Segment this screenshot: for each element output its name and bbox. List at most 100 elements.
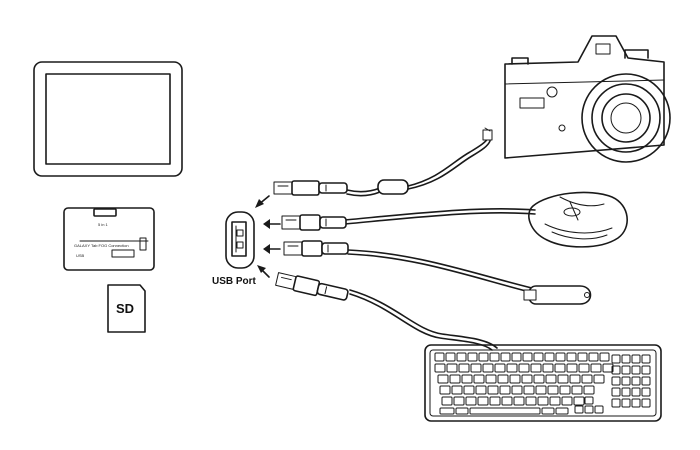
key bbox=[501, 396, 513, 406]
key bbox=[487, 385, 499, 395]
numpad-key bbox=[641, 387, 651, 397]
numpad-key bbox=[611, 376, 621, 386]
key bbox=[569, 374, 581, 384]
spacebar-key bbox=[469, 407, 541, 415]
numpad-key bbox=[641, 398, 651, 408]
key bbox=[445, 352, 456, 362]
key bbox=[456, 352, 467, 362]
usb-flash-drive-icon bbox=[523, 285, 592, 305]
key bbox=[485, 374, 497, 384]
key bbox=[549, 396, 561, 406]
adapter-top-label: 5 in 1 bbox=[98, 222, 109, 227]
key bbox=[511, 385, 523, 395]
numpad-key bbox=[631, 387, 641, 397]
key bbox=[559, 385, 571, 395]
key bbox=[573, 396, 585, 406]
key bbox=[518, 363, 530, 373]
key bbox=[477, 396, 489, 406]
key bbox=[449, 374, 461, 384]
numpad-key bbox=[611, 354, 621, 364]
numpad-key bbox=[611, 387, 621, 397]
keyboard-icon bbox=[424, 344, 662, 422]
key bbox=[489, 396, 501, 406]
numpad-key bbox=[611, 365, 621, 375]
key bbox=[555, 407, 569, 415]
numpad-key bbox=[611, 398, 621, 408]
numpad-key bbox=[621, 365, 631, 375]
key bbox=[458, 363, 470, 373]
key bbox=[554, 363, 566, 373]
key bbox=[439, 407, 455, 415]
key bbox=[544, 352, 555, 362]
adapter-usb-label: USB bbox=[76, 253, 85, 258]
key bbox=[470, 363, 482, 373]
key bbox=[446, 363, 458, 373]
usb-plug-icon bbox=[273, 180, 348, 196]
key bbox=[475, 385, 487, 395]
numpad-key bbox=[621, 376, 631, 386]
key bbox=[584, 396, 594, 405]
key bbox=[478, 352, 489, 362]
key bbox=[557, 374, 569, 384]
numpad-key bbox=[631, 354, 641, 364]
key bbox=[482, 363, 494, 373]
key bbox=[522, 352, 533, 362]
usb-plug-icon bbox=[275, 272, 349, 301]
key bbox=[511, 352, 522, 362]
arrow-icon bbox=[255, 195, 270, 208]
key bbox=[467, 352, 478, 362]
keyboard-cable bbox=[349, 289, 498, 351]
tablet-icon bbox=[33, 61, 183, 177]
key bbox=[574, 405, 584, 414]
arrow-icon bbox=[257, 265, 270, 278]
key bbox=[583, 385, 595, 395]
key bbox=[566, 363, 578, 373]
camera-icon bbox=[504, 35, 671, 163]
key bbox=[593, 374, 605, 384]
numpad-key bbox=[631, 365, 641, 375]
key bbox=[523, 385, 535, 395]
arrow-icon bbox=[263, 244, 281, 254]
key bbox=[441, 396, 453, 406]
numpad-key bbox=[641, 365, 651, 375]
key bbox=[473, 374, 485, 384]
key bbox=[500, 352, 511, 362]
key bbox=[561, 396, 573, 406]
key bbox=[594, 405, 604, 414]
key bbox=[465, 396, 477, 406]
card-reader-adapter-icon: 5 in 1 GALAXY Tab FOG Connection USB bbox=[63, 207, 155, 271]
key bbox=[571, 385, 583, 395]
usb-port-icon bbox=[225, 211, 255, 269]
camera-cable bbox=[346, 127, 493, 197]
numpad-key bbox=[641, 376, 651, 386]
key bbox=[530, 363, 542, 373]
sd-card-icon: SD bbox=[107, 284, 146, 333]
numpad-key bbox=[621, 398, 631, 408]
key bbox=[513, 396, 525, 406]
sd-card-label: SD bbox=[116, 301, 134, 316]
key bbox=[489, 352, 500, 362]
key bbox=[555, 352, 566, 362]
usb-port-label: USB Port bbox=[212, 276, 257, 287]
key bbox=[578, 363, 590, 373]
key bbox=[542, 363, 554, 373]
key bbox=[566, 352, 577, 362]
key bbox=[533, 352, 544, 362]
key bbox=[497, 374, 509, 384]
key bbox=[521, 374, 533, 384]
numpad-key bbox=[631, 398, 641, 408]
key bbox=[547, 385, 559, 395]
key bbox=[533, 374, 545, 384]
key bbox=[509, 374, 521, 384]
key bbox=[581, 374, 593, 384]
key bbox=[499, 385, 511, 395]
mouse-cable bbox=[344, 208, 536, 225]
key bbox=[602, 363, 614, 373]
key bbox=[545, 374, 557, 384]
numpad-key bbox=[631, 376, 641, 386]
key bbox=[599, 352, 610, 362]
numpad-key bbox=[621, 354, 631, 364]
key bbox=[506, 363, 518, 373]
key bbox=[455, 407, 469, 415]
